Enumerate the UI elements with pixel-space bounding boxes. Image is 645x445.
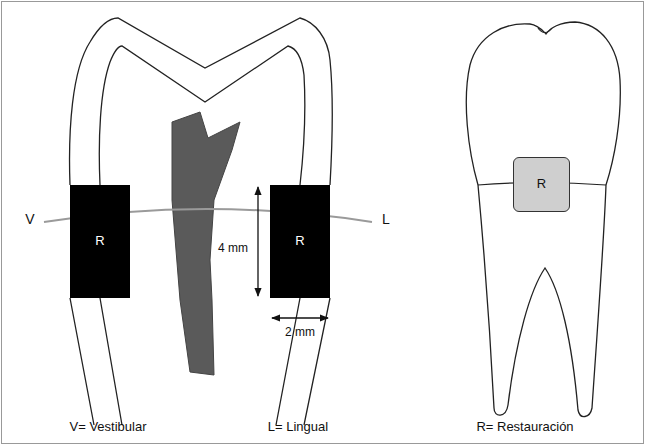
dimension-arrow <box>257 187 258 296</box>
dimension-arrow <box>272 317 328 318</box>
legend-text: R= Restauración <box>476 420 573 434</box>
restoration-block: R <box>270 185 330 298</box>
legend-text: L= Lingual <box>268 420 328 434</box>
tooth-outline <box>466 22 620 417</box>
side-letter: V <box>25 212 34 227</box>
restoration-label: R <box>295 234 304 248</box>
legend-text: V= Vestibular <box>70 420 147 434</box>
restoration-label: R <box>95 234 104 248</box>
dimension-label: 4 mm <box>218 242 248 255</box>
restoration-block: R <box>513 157 570 212</box>
restoration-block: R <box>70 185 130 298</box>
side-letter: L <box>382 212 390 227</box>
dimension-label: 2 mm <box>285 326 315 339</box>
occlusal-notch <box>538 28 552 33</box>
restoration-label: R <box>537 177 546 191</box>
